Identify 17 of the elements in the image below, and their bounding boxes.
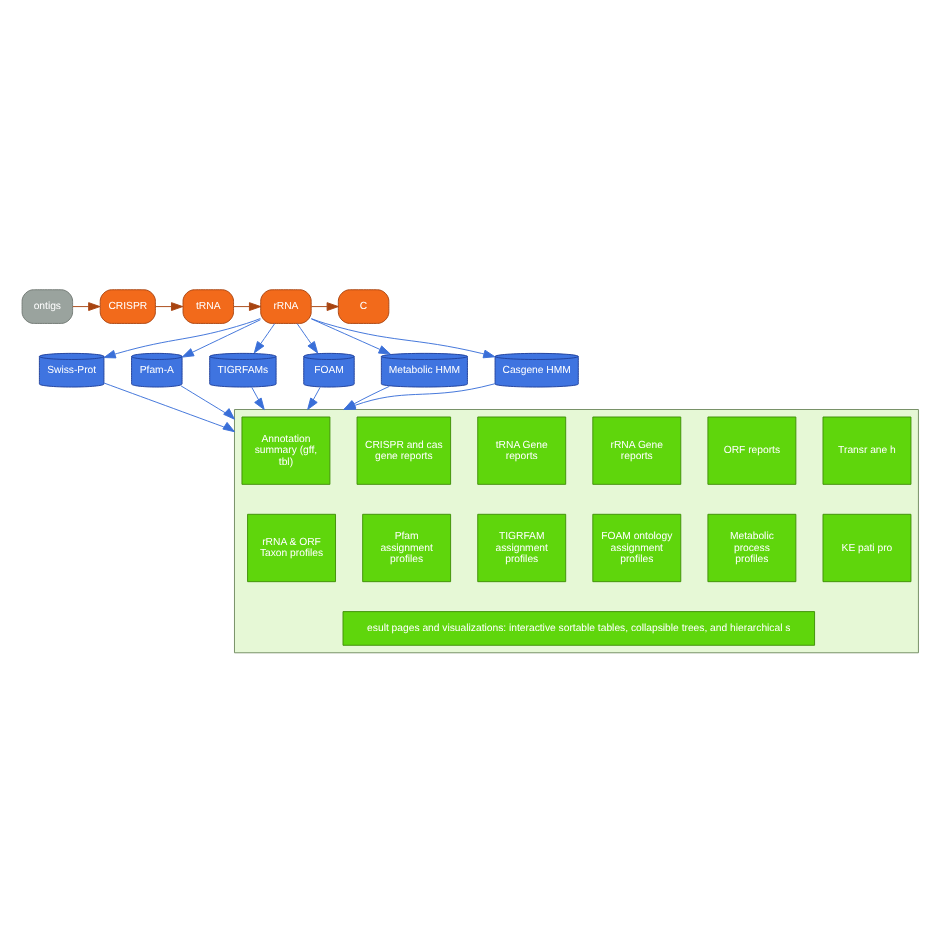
- arrow: [343, 384, 390, 409]
- arrow: [310, 301, 339, 310]
- arrow: [180, 384, 235, 419]
- arrow: [311, 317, 496, 358]
- arrow: [155, 301, 184, 310]
- arrow: [72, 301, 101, 310]
- arrow: [343, 382, 496, 409]
- arrow: [103, 381, 235, 432]
- arrow: [103, 317, 261, 358]
- cluster: [234, 408, 919, 653]
- arrow: [253, 322, 276, 353]
- arrow: [307, 385, 321, 409]
- arrow: [181, 318, 261, 357]
- arrow: [251, 385, 265, 409]
- arrow: [233, 301, 262, 310]
- arrow: [296, 322, 319, 353]
- arrow: [310, 317, 391, 354]
